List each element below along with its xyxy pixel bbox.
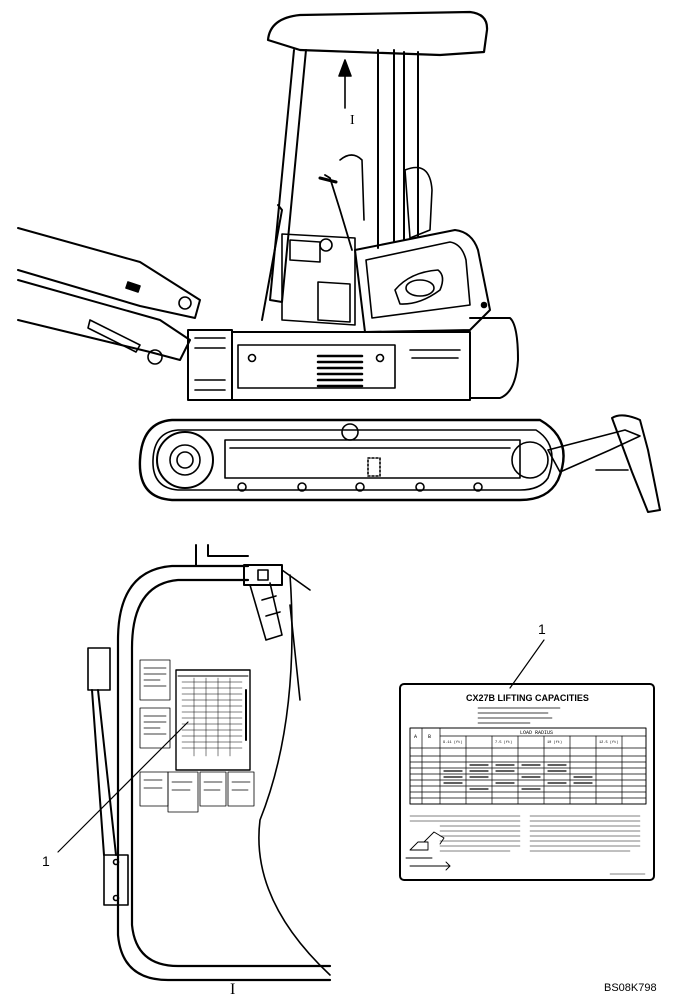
excavator-side-view [17,10,661,513]
view-arrow: I [338,59,355,128]
decal-radius-2: 7.5 (ft) [495,740,512,745]
decal-capacity-table: A B LOAD RADIUS 9.11 (ft) 7.5 (ft) 10 [409,727,647,805]
decal-radius-1: 9.11 (ft) [443,740,462,745]
decal-load-radius: LOAD RADIUS [520,730,553,736]
view-arrow-label: I [350,113,355,128]
bottom-view-label: I [230,981,235,998]
small-lifting-decal [175,669,251,771]
callout-number-left: 1 [42,853,50,869]
decal-col-b: B [428,734,431,740]
cab-interior-view: 1 [42,544,332,982]
decal-radius-4: 12.5 (ft) [599,740,618,745]
callout-number-decal: 1 [538,621,546,637]
decal-col-a: A [414,734,417,740]
decal-radius-3: 10 (ft) [547,740,562,745]
lifting-capacity-decal: 1 CX27B LIFTING CAPACITIES A B LOAD RADI… [399,621,655,881]
figure-code: BS08K798 [604,982,657,994]
decal-excavator-pictogram [405,831,451,871]
decal-title: CX27B LIFTING CAPACITIES [466,693,589,703]
